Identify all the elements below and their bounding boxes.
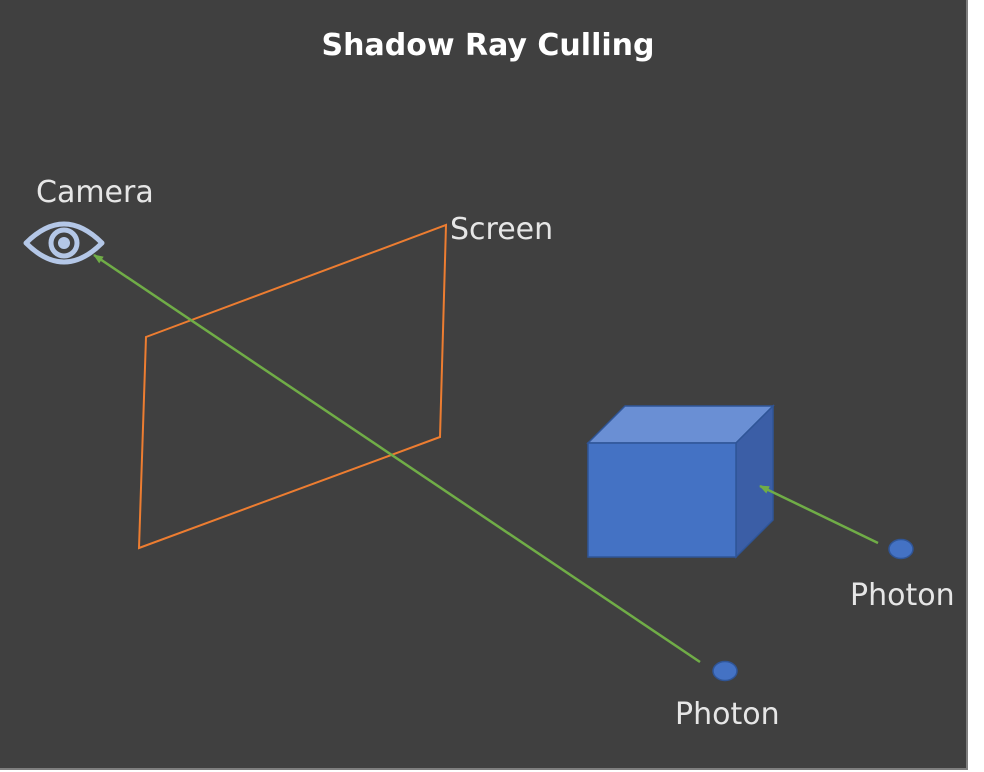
photon-label-near-cube: Photon (850, 578, 955, 613)
photon-bottom-dot (712, 660, 738, 682)
occluding-cube (586, 404, 775, 559)
cube-front-face (587, 442, 737, 558)
photon-near-cube-dot (888, 538, 914, 560)
eye-icon (23, 221, 105, 265)
camera-label: Camera (36, 175, 154, 210)
shadow-ray-to-camera (93, 253, 701, 664)
diagram-title: Shadow Ray Culling (321, 28, 655, 63)
screen-label: Screen (450, 212, 554, 247)
photon-label-bottom: Photon (675, 697, 780, 732)
screen-plane (137, 223, 448, 550)
shadow-ray-to-cube (759, 484, 879, 545)
